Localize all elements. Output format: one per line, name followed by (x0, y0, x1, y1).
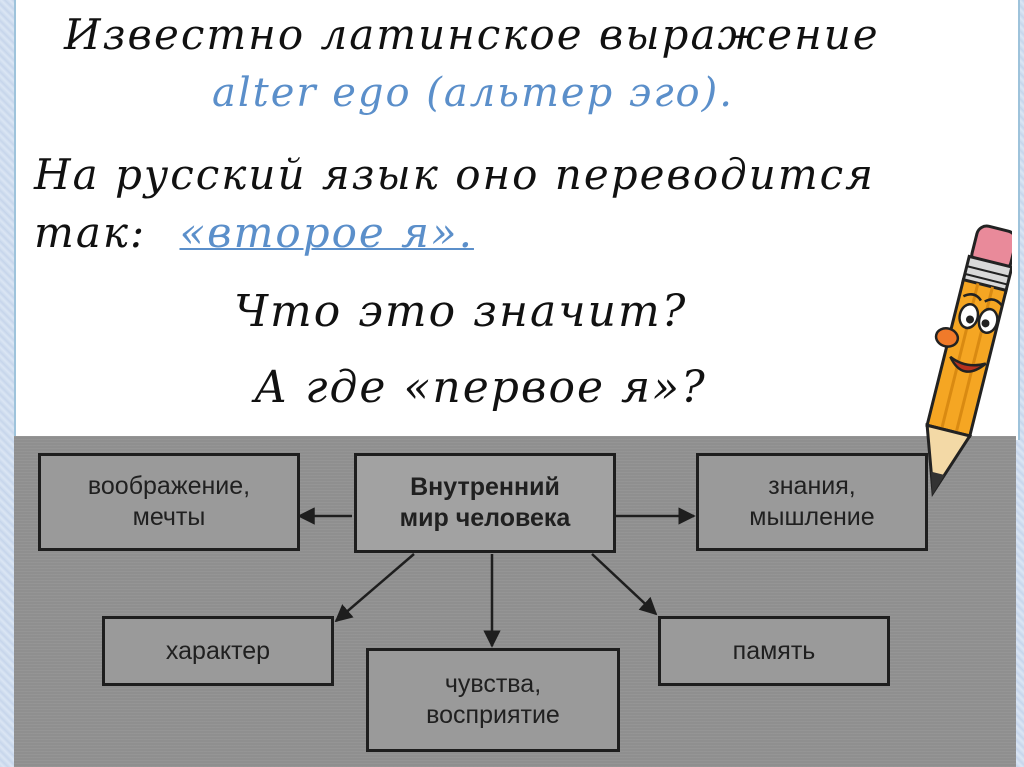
inner-world-diagram: воображение, мечты Внутренний мир челове… (14, 436, 1016, 767)
intro-term-second-self: «второе я». (179, 208, 474, 257)
node-knowledge-line1: знания, (768, 472, 856, 500)
intro-line-2: alter ego (альтер эго). (212, 70, 734, 116)
diagram-arrows (297, 507, 696, 648)
intro-line-4-prefix: так: (34, 208, 147, 257)
node-character-line1: характер (165, 636, 271, 665)
node-knowledge-line2: мышление (749, 503, 875, 531)
arrow-to-memory (591, 553, 658, 616)
node-imagination: воображение, мечты (38, 453, 300, 551)
node-imagination-line1: воображение, (87, 472, 251, 500)
node-memory-line1: память (732, 636, 816, 665)
intro-line-3: На русский язык оно переводится (34, 150, 875, 199)
node-character: характер (102, 616, 334, 686)
node-feelings-line1: чувства, (444, 670, 542, 698)
pencil-mascot-icon (925, 224, 1012, 498)
node-knowledge: знания, мышление (696, 453, 928, 551)
node-feelings: чувства, восприятие (366, 648, 620, 752)
node-feelings-line2: восприятие (426, 701, 560, 729)
node-inner-world-line1: Внутренний (410, 473, 560, 501)
question-2: А где «первое я»? (254, 362, 707, 413)
intro-line-1: Известно латинское выражение (64, 10, 880, 59)
intro-line-4: так: «второе я». (34, 208, 474, 257)
arrow-to-character (334, 553, 415, 623)
question-1: Что это значит? (234, 286, 688, 337)
node-inner-world: Внутренний мир человека (354, 453, 616, 553)
node-memory: память (658, 616, 890, 686)
node-inner-world-line2: мир человека (399, 504, 571, 532)
node-imagination-line2: мечты (132, 503, 206, 531)
slide-text-card: Известно латинское выражение alter ego (… (14, 0, 1020, 440)
